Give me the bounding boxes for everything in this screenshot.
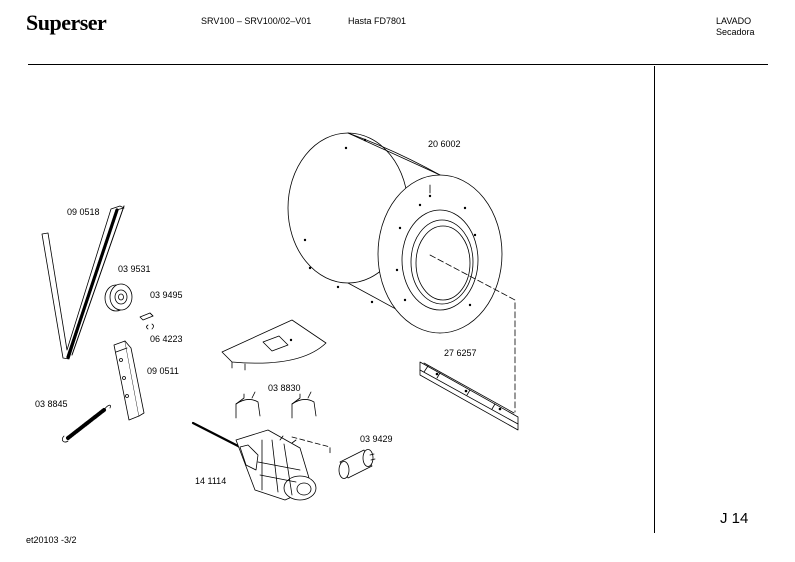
support-plate-part	[221, 319, 327, 371]
subsection-title: Secadora	[716, 27, 755, 37]
model-number: SRV100 – SRV100/02–V01	[201, 16, 312, 26]
section-title: LAVADO	[716, 16, 752, 26]
part-label-spring: 03 8845	[35, 399, 68, 409]
bracket-part	[113, 340, 145, 421]
clip-part	[146, 323, 154, 330]
drum-part	[287, 132, 503, 334]
motor-clamp-part	[235, 391, 317, 419]
part-label-drum: 20 6002	[428, 139, 461, 149]
header-divider	[28, 64, 768, 65]
part-label-clip: 06 4223	[150, 334, 183, 344]
part-label-belt: 09 0518	[67, 207, 100, 217]
document-code: et20103 -3/2	[26, 535, 77, 545]
part-label-motor: 14 1114	[195, 476, 227, 486]
part-label-pin: 03 9495	[150, 290, 183, 300]
serial-range: Hasta FD7801	[348, 16, 407, 26]
pulley-part	[104, 283, 133, 312]
capacitor-leader-line	[291, 436, 331, 456]
part-label-pulley: 03 9531	[118, 264, 151, 274]
part-label-motor-clamps: 03 8830	[268, 383, 301, 393]
brand-logo: Superser	[26, 10, 107, 35]
part-label-capacitor: 03 9429	[360, 434, 393, 444]
rail-part	[419, 361, 519, 431]
part-label-rail: 27 6257	[444, 348, 477, 358]
motor-part	[191, 421, 317, 501]
part-label-bracket: 09 0511	[147, 366, 179, 376]
margin-divider	[654, 66, 655, 533]
belt-part	[41, 205, 125, 360]
pin-part	[139, 312, 154, 321]
drum-leader-line	[429, 254, 516, 413]
capacitor-part	[338, 449, 376, 479]
spring-part	[61, 404, 111, 443]
page-code: J 14	[720, 510, 749, 527]
